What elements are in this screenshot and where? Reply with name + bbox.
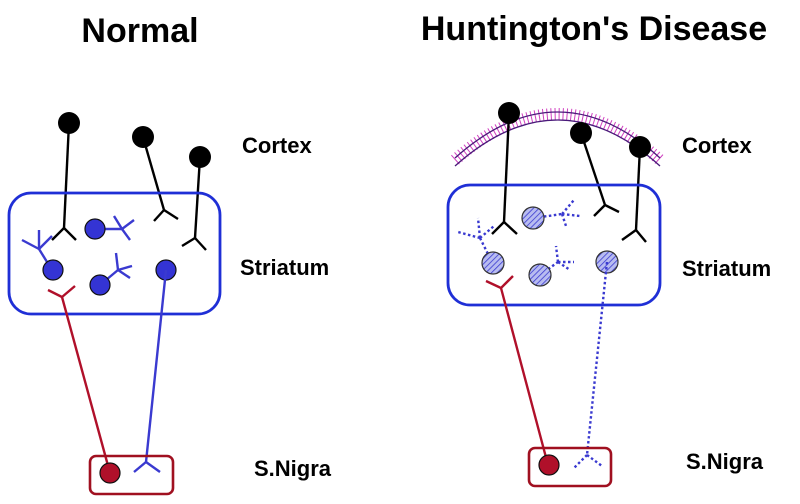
- cortical-neuron: [570, 122, 607, 206]
- striatum-box: [446, 183, 662, 307]
- striatal-neurons: [457, 199, 619, 287]
- degenerating-striatal-neuron: [528, 245, 574, 287]
- striatal-neuron: [84, 215, 135, 241]
- huntington-title: Huntington's Disease: [421, 10, 767, 48]
- snigra-box: [88, 454, 175, 496]
- snigra-label: S.Nigra: [254, 456, 332, 481]
- cortex-label: Cortex: [242, 133, 312, 158]
- cortical-neuron: [132, 126, 166, 211]
- cortex-label: Cortex: [682, 133, 752, 158]
- cortical-neuron: [629, 136, 651, 231]
- huntington-panel: Huntington's Disease: [421, 10, 771, 488]
- normal-panel: Normal: [7, 12, 332, 496]
- cortex-neurons: [58, 112, 211, 239]
- cortex-neurons: [498, 102, 651, 231]
- nigral-neuron: [538, 454, 560, 476]
- snigra-box: [527, 446, 613, 488]
- striatum-label: Striatum: [682, 256, 771, 281]
- cortical-neuron: [498, 102, 520, 223]
- striatum-label: Striatum: [240, 255, 329, 280]
- nigral-neuron: [99, 462, 121, 484]
- nigral-projections: [485, 261, 609, 469]
- cortical-degeneration-arc: [451, 108, 665, 167]
- striatal-neuron: [21, 230, 64, 281]
- cortical-terminals: [51, 208, 207, 251]
- nigral-projections: [47, 269, 168, 474]
- degenerating-striatal-neuron: [457, 217, 505, 275]
- striatal-neuron: [89, 252, 133, 296]
- striatal-neurons: [21, 215, 177, 296]
- striatum-box: [7, 191, 222, 316]
- cortical-neuron: [58, 112, 80, 229]
- cortical-neuron: [189, 146, 211, 239]
- snigra-label: S.Nigra: [686, 449, 764, 474]
- degenerating-striatal-neuron: [521, 199, 581, 230]
- cortical-terminals: [491, 203, 647, 243]
- normal-title: Normal: [81, 12, 198, 50]
